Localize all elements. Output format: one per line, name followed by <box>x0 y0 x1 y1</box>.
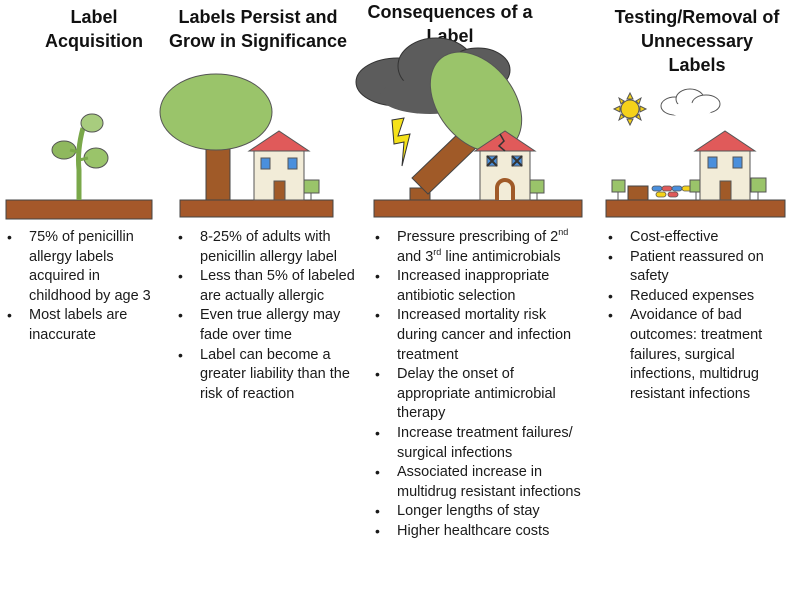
bullet-item: 75% of penicillin allergy labels acquire… <box>5 228 153 306</box>
small-stump <box>627 185 649 201</box>
sunny-house-illustration <box>605 88 786 218</box>
bullet-item: Most labels are inaccurate <box>5 306 153 345</box>
ground-bar <box>5 199 153 220</box>
broken-window-icon <box>511 155 523 167</box>
title-labels-persist: Labels Persist and Grow in Significance <box>168 7 348 51</box>
bullet-item: Longer lengths of stay <box>373 502 583 522</box>
ground-bar <box>605 199 786 218</box>
bush <box>750 177 767 193</box>
house-window <box>260 157 271 170</box>
bullet-item: Associated increase in multidrug resista… <box>373 463 583 502</box>
storm-damage-illustration <box>355 37 583 218</box>
bullet-item: Pressure prescribing of 2nd and 3rd line… <box>373 228 583 267</box>
bullet-item: 8-25% of adults with penicillin allergy … <box>176 228 356 267</box>
house-roof <box>247 130 311 152</box>
sad-door <box>495 178 515 200</box>
lightning-bolt <box>391 117 411 167</box>
pills-icon <box>651 185 693 198</box>
bullets-consequences: Pressure prescribing of 2nd and 3rd line… <box>373 228 583 542</box>
broken-window-icon <box>486 155 498 167</box>
bullets-testing-removal: Cost-effective Patient reassured on safe… <box>606 228 796 404</box>
bullet-item: Increased inappropriate antibiotic selec… <box>373 267 583 306</box>
house-window <box>707 156 718 169</box>
white-cloud <box>660 88 721 117</box>
ground-bar <box>373 199 583 218</box>
bullet-item: Reduced expenses <box>606 287 796 307</box>
bullet-item: Label can become a greater liability tha… <box>176 346 356 405</box>
bullet-item: Increase treatment failures/ surgical in… <box>373 424 583 463</box>
title-testing-removal: Testing/Removal of Unnecessary Labels <box>614 7 780 75</box>
bullet-item: Cost-effective <box>606 228 796 248</box>
bullet-item: Increased mortality risk during cancer a… <box>373 306 583 365</box>
leaf-shape <box>80 113 104 133</box>
house-roof <box>693 130 757 152</box>
tree-house-illustration <box>159 73 334 218</box>
house-door <box>273 180 286 201</box>
bullets-label-acquisition: 75% of penicillin allergy labels acquire… <box>5 228 153 346</box>
house-window <box>732 156 743 169</box>
sprout-illustration <box>5 113 153 220</box>
tree-foliage <box>159 73 273 151</box>
house-window <box>287 157 298 170</box>
ground-bar <box>179 199 334 218</box>
bullet-item: Avoidance of bad outcomes: treatment fai… <box>606 306 796 404</box>
bush <box>529 179 545 194</box>
bullet-item: Delay the onset of appropriate antimicro… <box>373 365 583 424</box>
bullet-item: Even true allergy may fade over time <box>176 306 356 345</box>
bullet-item: Higher healthcare costs <box>373 522 583 542</box>
bullets-labels-persist: 8-25% of adults with penicillin allergy … <box>176 228 356 404</box>
title-label-acquisition: Label Acquisition <box>45 7 143 51</box>
bush <box>303 179 320 194</box>
bullet-item: Patient reassured on safety <box>606 248 796 287</box>
bush <box>611 179 626 193</box>
house-door <box>719 180 732 201</box>
bullet-item: Less than 5% of labeled are actually all… <box>176 267 356 306</box>
sun-icon <box>612 91 648 127</box>
